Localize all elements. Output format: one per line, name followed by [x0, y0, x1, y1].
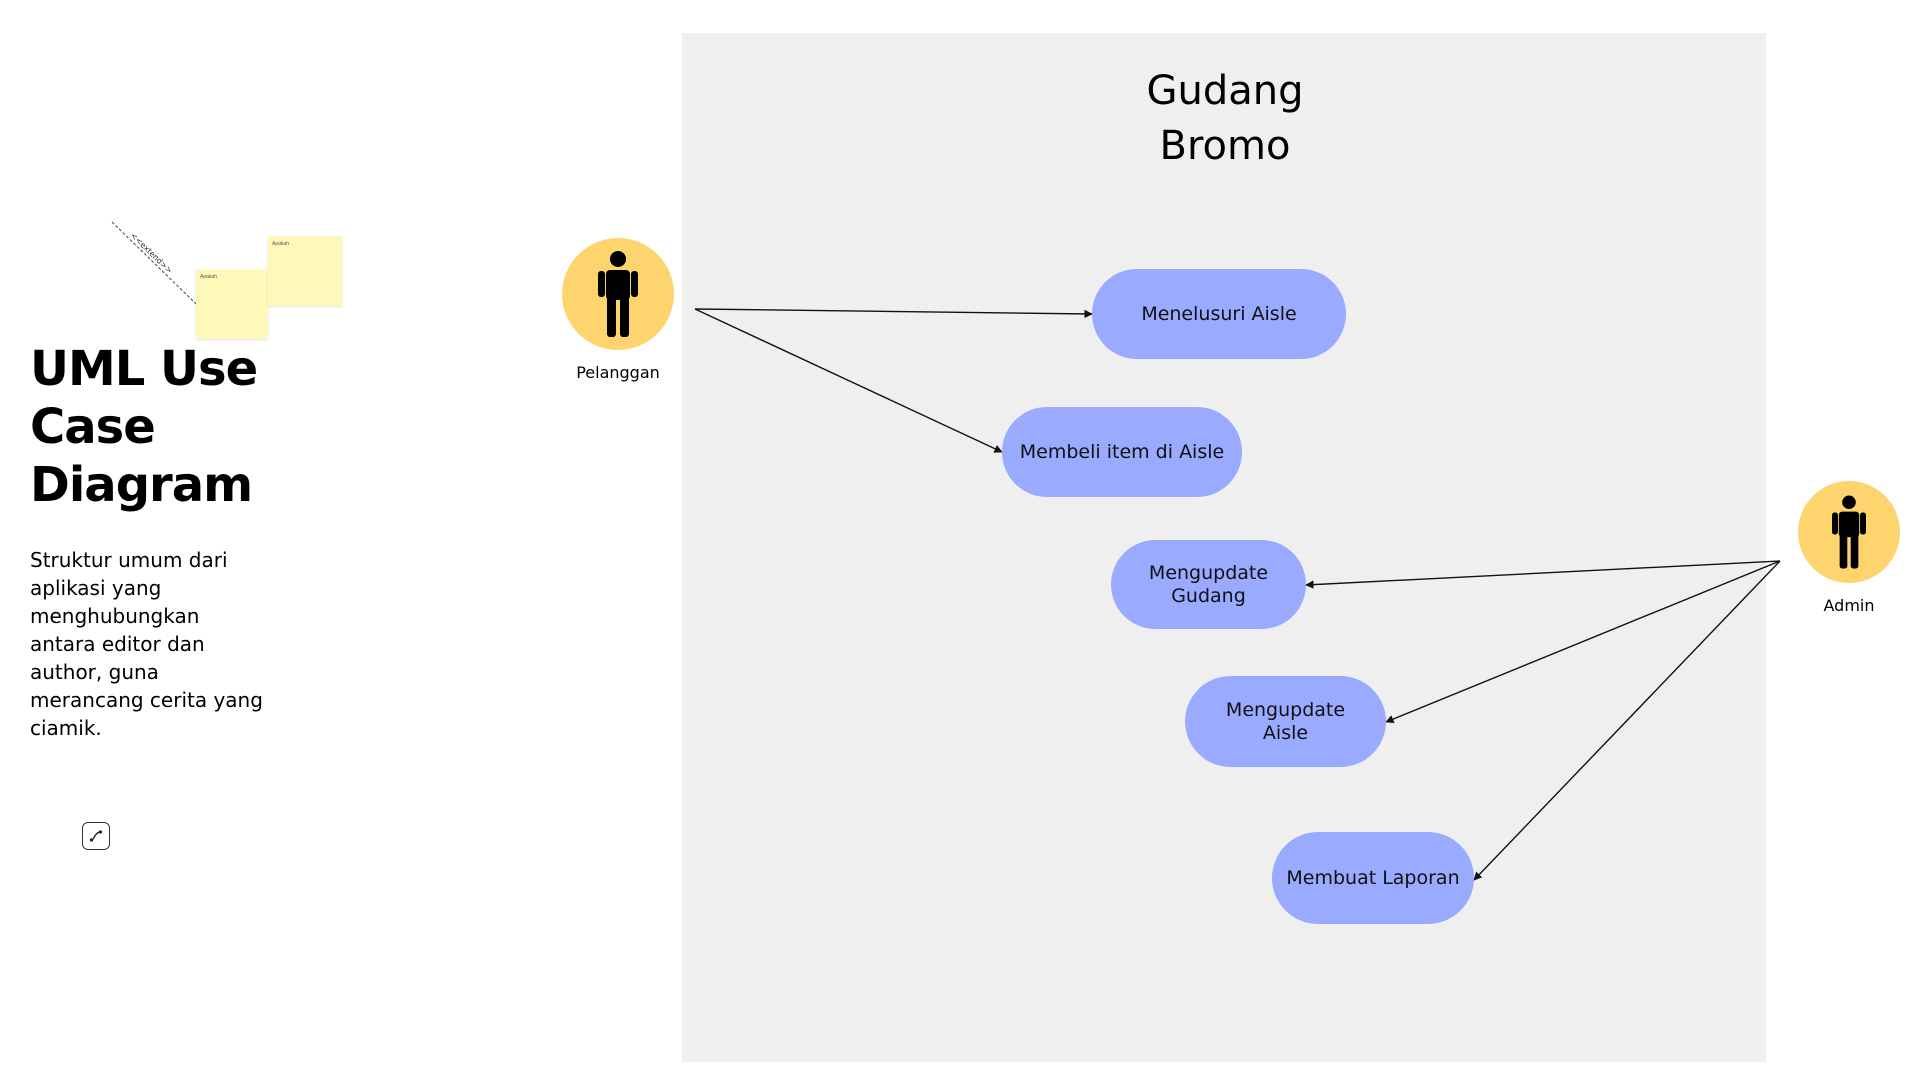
use-case-make-report[interactable]: Membuat Laporan [1272, 832, 1474, 924]
system-title: Gudang Bromo [1146, 68, 1304, 169]
actor-customer-label: Pelanggan [576, 363, 660, 382]
extend-label: <<extend>> [129, 231, 174, 275]
use-case-buy-item[interactable]: Membeli item di Aisle [1002, 407, 1242, 497]
page-title: UML Use Case Diagram [30, 341, 258, 513]
sticky-note-text: Apakah [272, 241, 289, 247]
sticky-note-text: Apakah [200, 274, 217, 280]
person-icon [598, 251, 638, 337]
sticky-note[interactable]: Apakah [268, 236, 342, 306]
connector-icon [89, 830, 103, 842]
person-icon [1832, 495, 1866, 569]
actor-admin[interactable] [1798, 481, 1900, 583]
connector-tool-button[interactable] [82, 822, 110, 850]
sticky-note[interactable]: Apakah [196, 269, 268, 339]
use-case-browse-aisle[interactable]: Menelusuri Aisle [1092, 269, 1346, 359]
use-case-update-warehouse[interactable]: Mengupdate Gudang [1111, 540, 1306, 629]
actor-customer[interactable] [562, 238, 674, 350]
use-case-update-aisle[interactable]: Mengupdate Aisle [1185, 676, 1386, 767]
actor-admin-label: Admin [1823, 596, 1875, 615]
page-description: Struktur umum dari aplikasi yang menghub… [30, 548, 263, 740]
